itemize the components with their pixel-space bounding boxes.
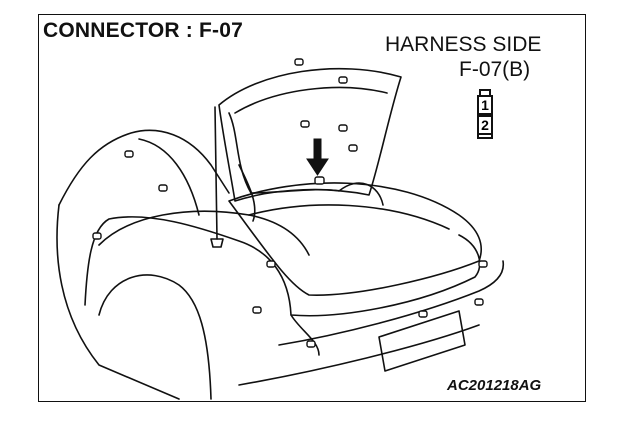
connector-foot (477, 135, 493, 139)
car-body-side (56, 204, 180, 400)
connector-blob (418, 310, 428, 318)
pin-2: 2 (477, 115, 493, 135)
connector-latch (479, 89, 491, 95)
connector-blob (266, 260, 276, 268)
trunk-lid-inner (234, 86, 388, 114)
target-connector-f07 (314, 176, 325, 185)
arrow-down-icon (306, 138, 329, 176)
connector-pin-icon: 1 2 (476, 89, 494, 139)
wiring-harness (84, 216, 481, 317)
rear-window (138, 138, 200, 216)
license-plate (378, 310, 466, 372)
connector-blob (300, 120, 310, 128)
lid-harness (228, 112, 384, 206)
connector-blob (306, 340, 316, 348)
diagram-frame: CONNECTOR : F-07 HARNESS SIDE F-07(B) 1 … (38, 14, 586, 402)
connector-blob (338, 76, 348, 84)
connector-blob (338, 124, 348, 132)
connector-blob (252, 306, 262, 314)
pin-1: 1 (477, 95, 493, 115)
harness-connector-code: F-07(B) (459, 58, 531, 81)
connector-title: CONNECTOR : F-07 (43, 19, 243, 42)
trunk-floor (248, 204, 450, 230)
trunk-opening (228, 182, 483, 296)
connector-blob (92, 232, 102, 240)
antenna-icon (214, 106, 218, 240)
trunk-lid (218, 67, 402, 202)
connector-blob (124, 150, 134, 158)
connector-blob (158, 184, 168, 192)
connector-blob (474, 298, 484, 306)
rear-fender (98, 210, 310, 256)
connector-blob (294, 58, 304, 66)
bumper-lower (238, 324, 480, 386)
connector-blob (348, 144, 358, 152)
car-roof-line (58, 129, 230, 206)
car-trunk-illustration (56, 58, 505, 400)
figure-code: AC201218AG (447, 377, 542, 394)
harness-side-label: HARNESS SIDE (385, 33, 542, 56)
rear-bumper (278, 260, 505, 346)
wheel-arch (98, 274, 212, 400)
connector-blob (478, 260, 488, 268)
